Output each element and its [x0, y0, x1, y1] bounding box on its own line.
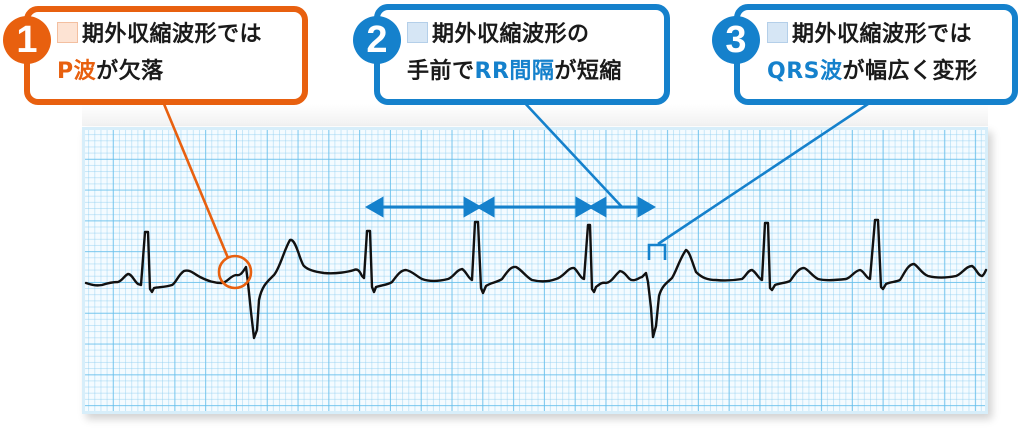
callout-3-number: 3 — [725, 19, 747, 61]
ecg-trace — [84, 218, 988, 340]
blue-square-icon — [407, 22, 428, 43]
wide-qrs-bracket — [647, 243, 667, 260]
callout-2-line-2: 手前でRR間隔が短縮 — [407, 59, 622, 84]
callout-3-line-1: 期外収縮波形では — [767, 21, 972, 49]
callout-3-line-2: QRS波が幅広く変形 — [767, 59, 978, 84]
callout-1-pointer — [162, 103, 230, 259]
callout-1-line-1: 期外収縮波形では — [57, 21, 262, 49]
callout-2-number-badge: 2 — [353, 16, 401, 64]
callout-1-highlight: P波 — [57, 59, 97, 84]
callout-1-line-2: P波が欠落 — [57, 59, 164, 84]
callout-1-number-badge: 1 — [3, 16, 51, 64]
callout-1-number: 1 — [16, 19, 38, 61]
missing-p-wave-marker — [217, 254, 253, 290]
callout-2-line-1: 期外収縮波形の — [407, 21, 590, 49]
callout-3-number-badge: 3 — [712, 16, 760, 64]
ecg-grid-paper — [82, 127, 988, 414]
rr-interval-arrows — [364, 196, 657, 218]
callout-2-pointer — [521, 99, 623, 208]
callout-2-highlight: RR間隔 — [474, 59, 555, 84]
orange-square-icon — [57, 22, 78, 43]
callout-3-highlight: QRS波 — [767, 59, 843, 84]
callout-2-number: 2 — [366, 19, 388, 61]
callout-3-pointer — [657, 102, 869, 246]
callout-2-box — [374, 4, 670, 105]
callout-3-box — [734, 4, 1018, 105]
blue-square-icon — [767, 22, 788, 43]
